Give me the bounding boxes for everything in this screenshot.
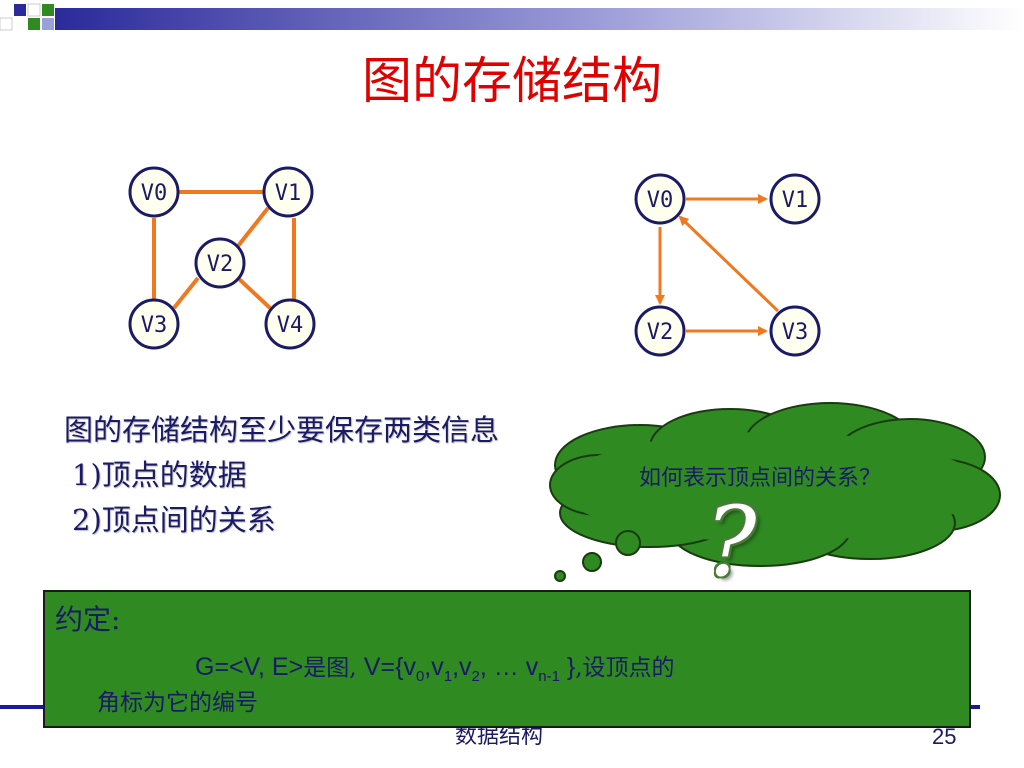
node-label-v2: V2 bbox=[647, 320, 674, 345]
node-label-v0: V0 bbox=[647, 188, 674, 213]
question-mark-icon: ? bbox=[705, 486, 757, 598]
top-bar-graphic bbox=[0, 3, 1024, 31]
edge-v2-v3 bbox=[172, 276, 200, 310]
subscript-n: n-1 bbox=[538, 668, 560, 685]
node-v3: V3 bbox=[769, 305, 821, 357]
arc-v3-v0 bbox=[678, 215, 780, 313]
graph-notation: G=<V, E> bbox=[195, 653, 304, 681]
subscript-2: 2 bbox=[471, 668, 480, 685]
node-label-v4: V4 bbox=[277, 313, 304, 338]
undirected-graph: V0 V1 V2 V3 V4 bbox=[128, 166, 316, 350]
subscript-1: 1 bbox=[443, 668, 453, 685]
node-v2: V2 bbox=[634, 305, 686, 357]
node-label-v1: V1 bbox=[275, 181, 302, 206]
node-v1: V1 bbox=[262, 166, 314, 218]
text-line-3: 2)顶点间的关系 bbox=[72, 503, 276, 537]
node-label-v3: V3 bbox=[141, 313, 168, 338]
body-text: 图的存储结构至少要保存两类信息 1)顶点的数据 2)顶点间的关系 bbox=[64, 408, 499, 543]
top-decoration bbox=[0, 0, 1024, 40]
node-v4: V4 bbox=[264, 298, 316, 350]
convention-box: 约定: G=<V, E>是图, V={v0,v1,v2, … vn-1 },设顶… bbox=[43, 590, 971, 728]
thought-bubbles bbox=[554, 530, 641, 582]
node-label-v0: V0 bbox=[141, 181, 168, 206]
thought-cloud bbox=[549, 402, 1001, 582]
is-graph-text: 是图, bbox=[303, 655, 364, 681]
node-label-v1: V1 bbox=[782, 188, 809, 213]
edge-v1-v2 bbox=[236, 206, 270, 248]
node-v2: V2 bbox=[194, 237, 246, 289]
vertex-set-close: } bbox=[559, 653, 576, 681]
vertex-set-open: V={v bbox=[363, 653, 416, 681]
page-title: 图的存储结构 bbox=[362, 52, 662, 110]
node-v0: V0 bbox=[128, 166, 180, 218]
footer-course-title: 数据结构 bbox=[455, 724, 544, 749]
directed-graph: V0 V1 V2 V3 bbox=[634, 173, 821, 357]
convention-line-1: G=<V, E>是图, V={v0,v1,v2, … vn-1 },设顶点的 bbox=[195, 650, 675, 694]
page-number: 25 bbox=[932, 724, 957, 749]
subscript-0: 0 bbox=[415, 668, 425, 685]
node-label-v2: V2 bbox=[207, 252, 234, 277]
sep-2: ,v bbox=[452, 653, 472, 681]
node-label-v3: V3 bbox=[782, 320, 809, 345]
edge-v2-v4 bbox=[236, 276, 272, 310]
vertex-index-text: ,设顶点的 bbox=[575, 655, 675, 681]
cloud-question-text: 如何表示顶点间的关系？ bbox=[638, 466, 881, 491]
node-v0: V0 bbox=[634, 173, 686, 225]
text-line-2: 1)顶点的数据 bbox=[72, 458, 247, 492]
text-line-1: 图的存储结构至少要保存两类信息 bbox=[64, 413, 500, 447]
convention-heading: 约定: bbox=[55, 603, 121, 636]
node-v1: V1 bbox=[769, 173, 821, 225]
directed-edges bbox=[655, 194, 780, 336]
node-v3: V3 bbox=[128, 298, 180, 350]
ellipsis: , … v bbox=[479, 653, 539, 681]
sep-1: ,v bbox=[424, 653, 444, 681]
convention-line-2: 角标为它的编号 bbox=[97, 690, 258, 716]
